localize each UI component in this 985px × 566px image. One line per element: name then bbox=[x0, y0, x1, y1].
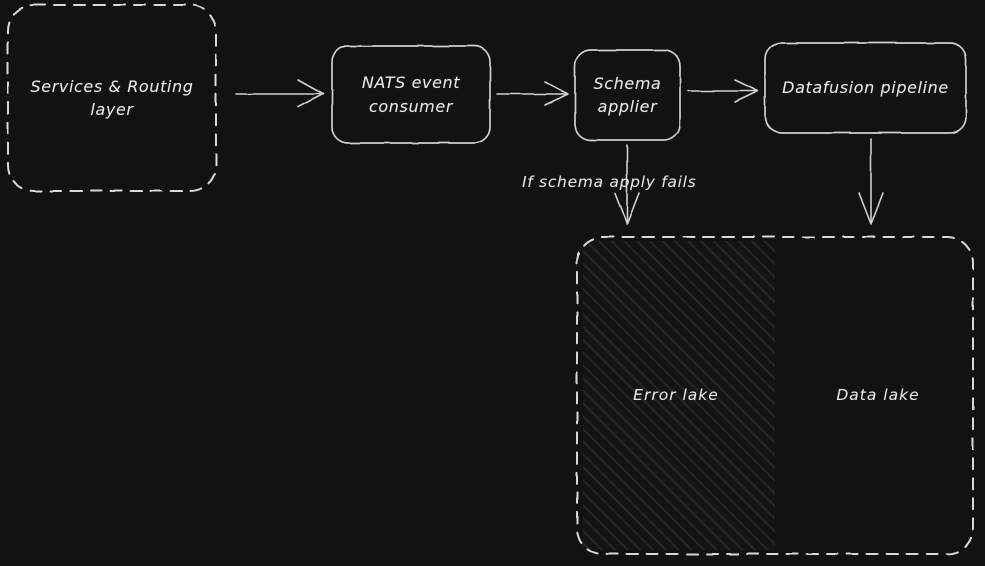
node-nats-event-consumer[interactable] bbox=[332, 46, 490, 143]
schema-applier-border bbox=[574, 49, 681, 141]
lakes-container-border bbox=[576, 236, 974, 555]
services-routing-layer-border bbox=[7, 4, 217, 192]
datafusion-pipeline-border bbox=[764, 42, 967, 134]
region-error-lake[interactable] bbox=[583, 241, 775, 550]
node-datafusion-pipeline[interactable] bbox=[765, 43, 966, 133]
edge-nats-to-schema-arrow bbox=[496, 81, 569, 106]
nats-event-consumer-border bbox=[331, 45, 491, 144]
node-services-routing-layer[interactable] bbox=[8, 5, 216, 191]
edge-schema-to-error-lake-arrow bbox=[614, 144, 640, 225]
edge-services-to-nats-arrow bbox=[235, 79, 324, 108]
edge-schema-to-datafusion-arrow bbox=[687, 79, 759, 103]
edge-datafusion-to-data-lake-arrow bbox=[858, 138, 884, 225]
node-schema-applier[interactable] bbox=[575, 50, 680, 140]
region-data-lake[interactable] bbox=[775, 241, 968, 550]
error-lake-hatch-fill bbox=[583, 241, 775, 550]
